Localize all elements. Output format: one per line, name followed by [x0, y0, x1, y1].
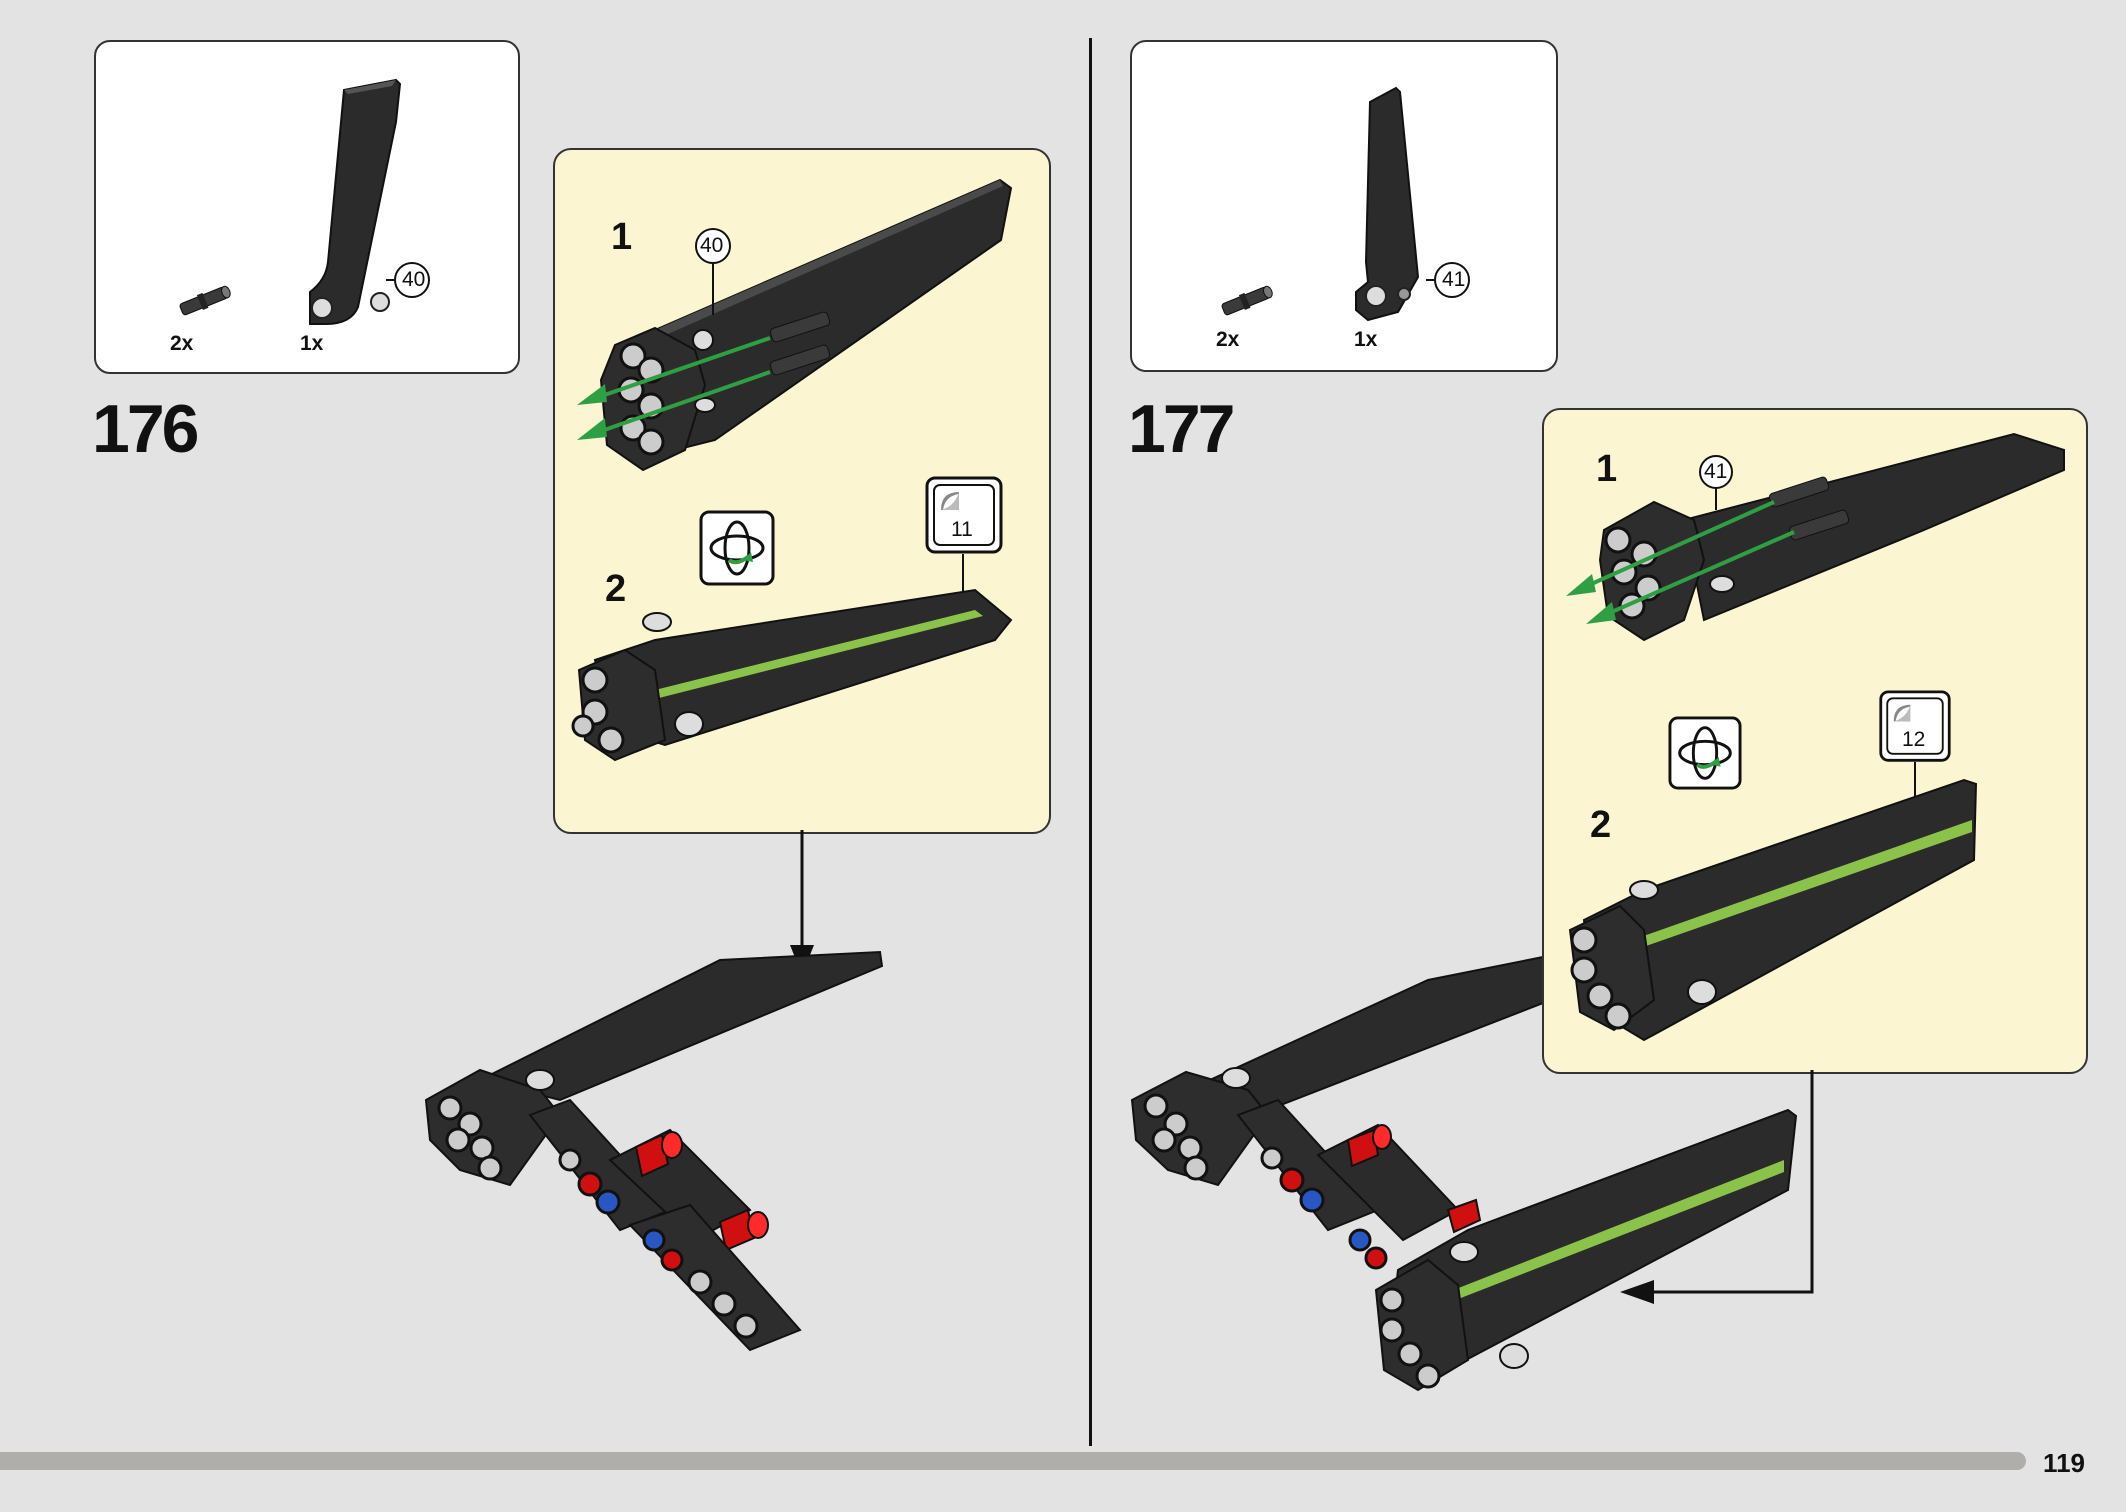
page-number: 119 — [2043, 1448, 2085, 1478]
pin-part-icon — [1221, 285, 1273, 316]
step-number-177: 177 — [1128, 391, 1235, 467]
sticker-number: 12 — [1902, 728, 1926, 751]
rotate-model-icon — [1668, 716, 1742, 790]
substep-1-number: 1 — [611, 216, 633, 258]
wing-panel-part-icon — [1355, 86, 1420, 322]
part-qty-panel: 1x — [300, 332, 324, 355]
substep-1-illustration — [1566, 432, 2065, 642]
part-qty-panel: 1x — [1354, 328, 1378, 351]
part-qty-pin: 2x — [170, 332, 194, 355]
page-divider — [1089, 38, 1092, 1446]
substep-2-number: 2 — [605, 568, 627, 610]
substep-1-number: 1 — [1596, 448, 1618, 490]
substep-2-number: 2 — [1590, 804, 1612, 846]
part-callout-40 — [386, 262, 430, 298]
progress-bar-fill — [0, 1452, 1925, 1470]
wing-panel-part-icon — [309, 78, 402, 325]
part-callout-41-label: 41 — [1442, 268, 1466, 291]
part-callout-41 — [1426, 262, 1470, 298]
main-model-176 — [424, 950, 884, 1352]
subassembly-177: 1 41 — [1542, 408, 2088, 1074]
part-qty-pin: 2x — [1216, 328, 1240, 351]
sticker-icon — [925, 476, 1003, 554]
substep-2-illustration — [1568, 778, 1978, 1042]
progress-bar — [0, 1452, 2026, 1470]
parts-list-177: 2x 1x 41 — [1130, 40, 1558, 372]
substep-1-callout: 40 — [700, 234, 724, 257]
rotate-model-icon — [699, 510, 775, 586]
subassembly-176: 1 40 — [553, 148, 1051, 834]
substep-2-illustration — [571, 588, 1013, 762]
main-model-177 — [1130, 938, 1798, 1392]
pin-part-icon — [179, 285, 231, 316]
sticker-icon — [1879, 690, 1951, 762]
substep-1-illustration — [577, 178, 1013, 472]
parts-list-176: 2x 1x 40 — [94, 40, 520, 374]
sticker-number: 11 — [951, 518, 973, 541]
substep-1-callout: 41 — [1704, 460, 1728, 483]
part-callout-40-label: 40 — [402, 268, 426, 291]
insertion-arrow-177 — [1620, 1070, 1814, 1304]
step-number-176: 176 — [92, 391, 199, 467]
